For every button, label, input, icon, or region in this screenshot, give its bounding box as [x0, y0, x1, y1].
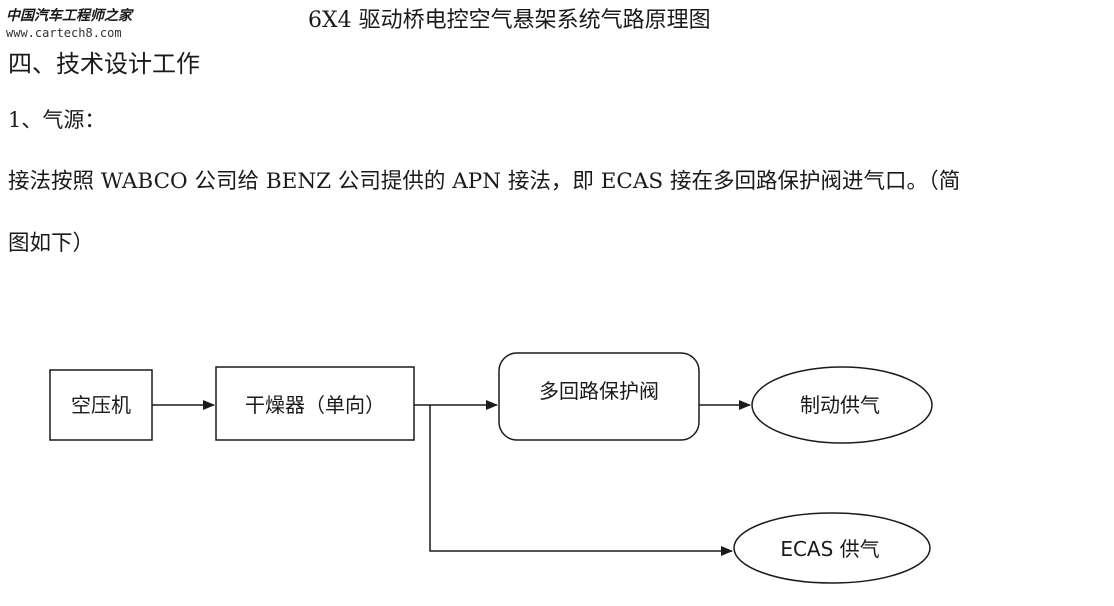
branch-line-to-ecas — [429, 405, 733, 556]
multi-circuit-valve-label: 多回路保护阀 — [539, 379, 659, 403]
document-title: 6X4 驱动桥电控空气悬架系统气路原理图 — [308, 8, 711, 33]
site-logo-text: 中国汽车工程师之家 — [6, 8, 132, 24]
section-heading: 四、技术设计工作 — [8, 50, 200, 78]
air-compressor-box: 空压机 — [49, 369, 153, 441]
dryer-label: 干燥器（单向） — [245, 393, 385, 417]
paragraph-line-2: 图如下） — [8, 231, 95, 256]
site-logo-url: www.cartech8.com — [6, 26, 122, 40]
multi-circuit-valve-box: 多回路保护阀 — [498, 352, 700, 441]
air-compressor-label: 空压机 — [71, 393, 131, 417]
ecas-supply-label: ECAS 供气 — [780, 537, 879, 561]
paragraph-line-1: 接法按照 WABCO 公司给 BENZ 公司提供的 APN 接法，即 ECAS … — [8, 169, 961, 194]
subsection-heading: 1、气源： — [8, 108, 106, 132]
brake-supply-ellipse: 制动供气 — [751, 366, 933, 444]
ecas-supply-ellipse: ECAS 供气 — [733, 512, 931, 584]
dryer-box: 干燥器（单向） — [215, 366, 415, 441]
brake-supply-label: 制动供气 — [800, 393, 880, 417]
